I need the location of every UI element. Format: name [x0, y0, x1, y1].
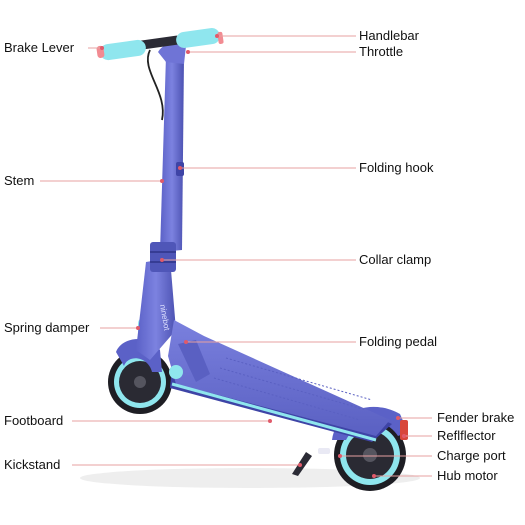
dot-brake-lever: [100, 46, 104, 50]
dot-stem: [160, 179, 164, 183]
stem-shape: [160, 56, 184, 252]
dot-spring-damper: [136, 326, 140, 330]
stem-neck: [158, 42, 186, 64]
handlebar-shape: [96, 28, 224, 61]
rear-wheel: [334, 419, 406, 491]
dot-charge-port: [338, 454, 342, 458]
marker-dots: [100, 34, 406, 478]
leader-lines: [40, 35, 432, 477]
dot-folding-pedal: [184, 340, 188, 344]
fork: [136, 258, 176, 360]
dot-reflector: [402, 434, 406, 438]
reflector-shape: [400, 420, 408, 440]
label-brake-lever: Brake Lever: [4, 40, 75, 55]
label-charge-port: Charge port: [437, 448, 506, 463]
charge-port-shape: [318, 448, 330, 454]
label-footboard: Footboard: [4, 413, 64, 428]
label-throttle: Throttle: [359, 44, 404, 59]
dot-throttle: [186, 50, 190, 54]
label-folding-pedal: Folding pedal: [359, 334, 438, 349]
label-stem: Stem: [4, 173, 35, 188]
label-fender-brake: Fender brake: [437, 410, 515, 425]
dot-collar-clamp: [160, 258, 164, 262]
dot-kickstand: [298, 463, 302, 467]
pedal-knob: [169, 365, 183, 379]
dot-handlebar: [215, 34, 219, 38]
label-collar-clamp: Collar clamp: [359, 252, 432, 267]
dot-hub-motor: [372, 474, 376, 478]
label-reflector: Reflflector: [437, 428, 496, 443]
folding-pedal-shape: [178, 340, 210, 382]
dot-fender-brake: [396, 416, 400, 420]
label-kickstand: Kickstand: [4, 457, 61, 472]
label-folding-hook: Folding hook: [359, 160, 434, 175]
ground-shadow: [80, 468, 420, 488]
brake-cable: [147, 49, 164, 121]
collar-clamp-shape: [150, 242, 176, 272]
label-handlebar: Handlebar: [359, 28, 419, 43]
dot-footboard: [268, 419, 272, 423]
front-wheel: [108, 350, 172, 414]
label-spring-damper: Spring damper: [4, 320, 90, 335]
dot-folding-hook: [178, 166, 182, 170]
kickstand-shape: [292, 452, 312, 476]
deck: [168, 320, 392, 442]
label-hub-motor: Hub motor: [437, 468, 498, 483]
